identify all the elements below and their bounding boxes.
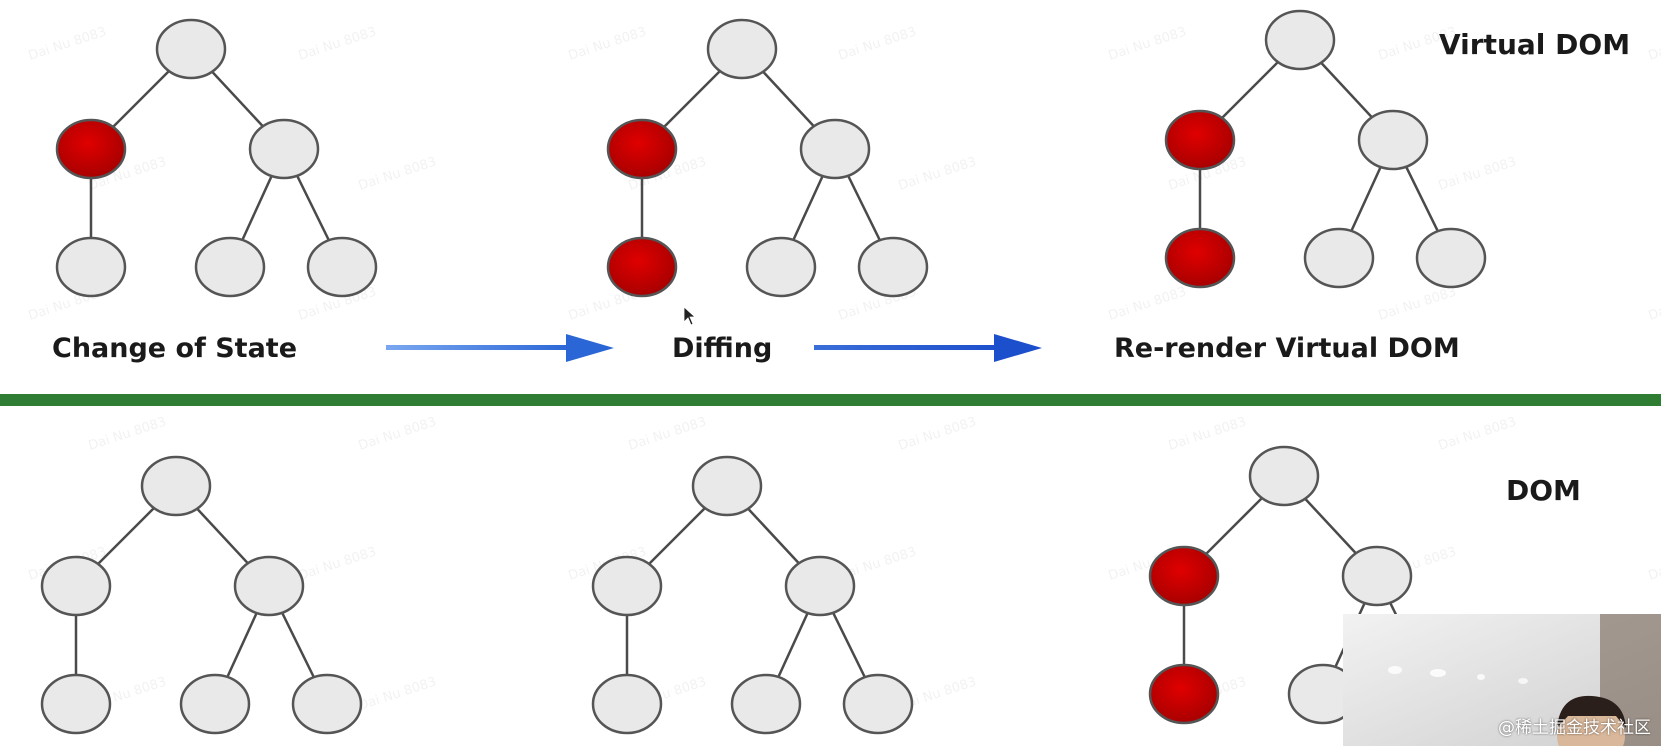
- tree-node-changed: [1164, 227, 1236, 289]
- watermark-text: Dai Nu 8083: [897, 415, 979, 454]
- watermark-text: Dai Nu 8083: [87, 415, 169, 454]
- tree-node: [291, 673, 363, 735]
- tree-node: [730, 673, 802, 735]
- tree-node: [155, 18, 227, 80]
- tree-node: [745, 236, 817, 298]
- tree-node: [233, 555, 305, 617]
- tree-node-changed: [606, 118, 678, 180]
- real-tree-2: [591, 455, 914, 735]
- tree-node: [691, 455, 763, 517]
- watermark-text: Dai Nu 8083: [837, 25, 919, 64]
- arrow-icon: [386, 334, 614, 362]
- section-title-dom: DOM: [1506, 474, 1581, 507]
- watermark-text: Dai Nu 8083: [1437, 415, 1519, 454]
- tree-node: [591, 673, 663, 735]
- watermark-text: Dai Nu 8083: [1107, 285, 1189, 324]
- tree-node: [857, 236, 929, 298]
- tree-node: [591, 555, 663, 617]
- video-overlay-caption: @稀土掘金技术社区: [1498, 718, 1651, 738]
- virtual-tree-2: [606, 18, 929, 298]
- tree-node: [1357, 109, 1429, 171]
- real-tree-1: [40, 455, 363, 735]
- watermark-text: Dai Nu 8083: [357, 155, 439, 194]
- tree-node-changed: [55, 118, 127, 180]
- watermark-text: Dai Nu 8083: [1107, 25, 1189, 64]
- tree-node: [306, 236, 378, 298]
- section-title-virtual-dom: Virtual DOM: [1439, 28, 1630, 61]
- virtual-tree-3: [1164, 9, 1487, 289]
- tree-node: [784, 555, 856, 617]
- watermark-text: Dai Nu 8083: [297, 25, 379, 64]
- watermark-text: Dai Nu 8083: [297, 545, 379, 584]
- real-tree-3: [1148, 445, 1471, 725]
- tree-node: [179, 673, 251, 735]
- tree-node: [1248, 445, 1320, 507]
- tree-node-changed: [1148, 663, 1220, 725]
- watermark-text: Dai Nu 8083: [1647, 545, 1661, 584]
- watermark-text: Dai Nu 8083: [357, 675, 439, 714]
- tree-node: [1341, 545, 1413, 607]
- tree-node: [799, 118, 871, 180]
- watermark-text: Dai Nu 8083: [27, 25, 109, 64]
- tree-node: [40, 673, 112, 735]
- watermark-text: Dai Nu 8083: [627, 415, 709, 454]
- tree-node: [1303, 227, 1375, 289]
- tree-node: [140, 455, 212, 517]
- step-label-diffing: Diffing: [672, 333, 772, 364]
- tree-node-changed: [1164, 109, 1236, 171]
- tree-node-changed: [1148, 545, 1220, 607]
- tree-node-changed: [606, 236, 678, 298]
- watermark-text: Dai Nu 8083: [1167, 415, 1249, 454]
- virtual-tree-1: [55, 18, 378, 298]
- webcam-overlay: [1343, 614, 1661, 746]
- watermark-text: Dai Nu 8083: [897, 155, 979, 194]
- watermark-text: Dai Nu 8083: [1437, 155, 1519, 194]
- watermark-text: Dai Nu 8083: [357, 415, 439, 454]
- watermark-text: Dai Nu 8083: [1647, 25, 1661, 64]
- tree-node: [1415, 227, 1487, 289]
- tree-node: [194, 236, 266, 298]
- mouse-cursor-icon: [683, 306, 697, 326]
- step-label-rerender: Re-render Virtual DOM: [1114, 333, 1460, 364]
- step-label-change-of-state: Change of State: [52, 333, 297, 364]
- watermark-text: Dai Nu 8083: [567, 25, 649, 64]
- tree-node: [40, 555, 112, 617]
- tree-node: [706, 18, 778, 80]
- watermark-text: Dai Nu 8083: [1647, 285, 1661, 324]
- tree-node: [842, 673, 914, 735]
- watermark-text: Dai Nu 8083: [1377, 285, 1459, 324]
- tree-node: [248, 118, 320, 180]
- tree-node: [1264, 9, 1336, 71]
- tree-node: [55, 236, 127, 298]
- section-divider: [0, 394, 1661, 406]
- trees-layer: [40, 9, 1487, 735]
- arrow-icon: [814, 334, 1042, 362]
